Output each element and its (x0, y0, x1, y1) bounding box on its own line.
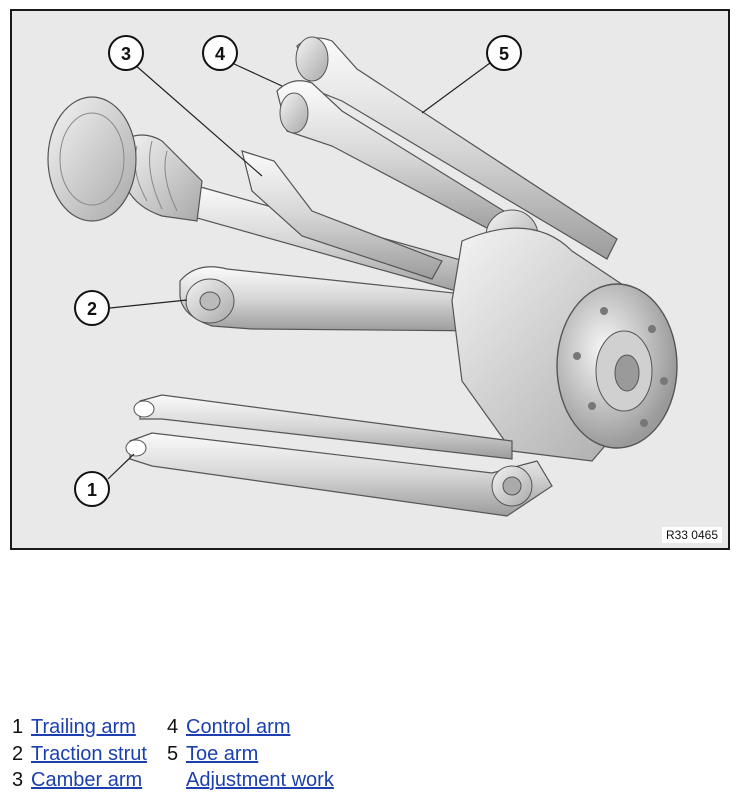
toe-arm-part (295, 36, 618, 260)
wheel-hub (451, 227, 678, 462)
legend-column-right: 4 Control arm 5 Toe arm Adjustment work (167, 714, 334, 794)
suspension-illustration: 1 2 3 4 5 R33 0465 (10, 9, 730, 550)
legend-column-left: 1 Trailing arm 2 Traction strut 3 Camber ar… (12, 714, 166, 794)
link-camber-arm[interactable]: Camber arm (31, 769, 143, 791)
legend-item: 5 Toe arm (167, 741, 334, 768)
figure-code: R33 0465 (661, 527, 722, 543)
trailing-arm-part (125, 394, 553, 517)
legend-item: 1 Trailing arm (12, 714, 166, 741)
leader-lines (107, 62, 491, 480)
legend-number: 1 (12, 716, 24, 738)
link-adjustment-work[interactable]: Adjustment work (186, 769, 334, 791)
svg-text:3: 3 (121, 44, 131, 64)
callout-4: 4 (202, 35, 238, 71)
legend-item: 2 Traction strut (12, 741, 166, 768)
link-toe-arm[interactable]: Toe arm (186, 742, 259, 765)
link-control-arm[interactable]: Control arm (186, 716, 291, 738)
callout-1: 1 (74, 471, 110, 507)
callout-5: 5 (486, 35, 522, 71)
callout-3: 3 (108, 35, 144, 71)
svg-text:1: 1 (87, 480, 97, 500)
legend-item: 4 Control arm (167, 714, 334, 741)
traction-strut-part (179, 266, 493, 332)
svg-text:2: 2 (87, 299, 97, 319)
svg-text:5: 5 (499, 44, 509, 64)
callout-2: 2 (74, 290, 110, 326)
svg-text:4: 4 (215, 44, 225, 64)
legend-number: 3 (12, 769, 24, 791)
link-traction-strut[interactable]: Traction strut (31, 742, 147, 765)
suspension-drawing: 1 2 3 4 5 (47, 35, 678, 517)
legend-item: 3 Camber arm (12, 767, 166, 794)
legend-number: 4 (167, 716, 179, 738)
camber-arm-part (241, 150, 443, 280)
legend-item: Adjustment work (167, 767, 334, 794)
legend-number: 2 (12, 742, 24, 765)
link-trailing-arm[interactable]: Trailing arm (31, 716, 136, 738)
legend-number: 5 (167, 742, 179, 765)
